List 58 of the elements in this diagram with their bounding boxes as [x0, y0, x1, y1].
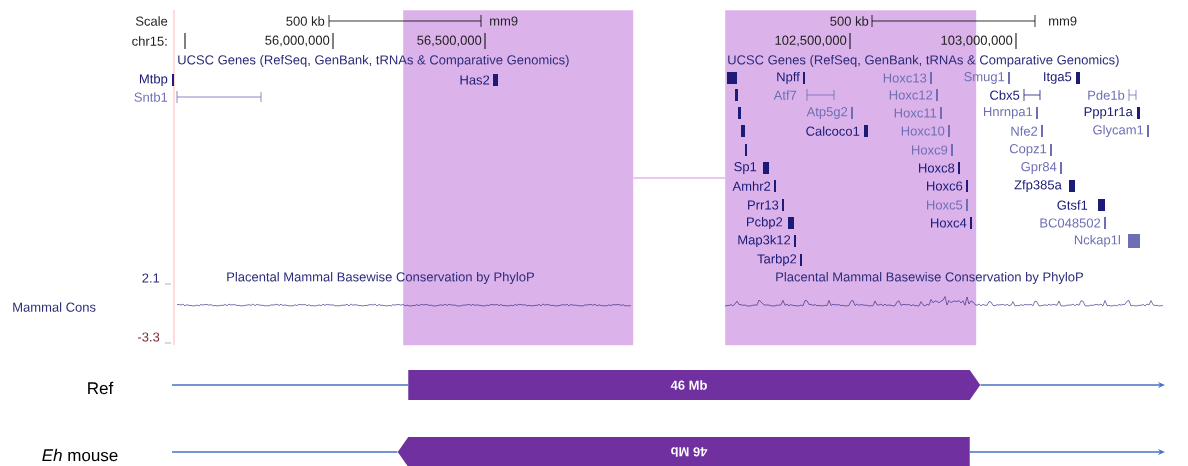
gene-label: Itga5 [1044, 72, 1072, 84]
gene-label: Sntb1 [134, 92, 168, 102]
gene-label: Hoxc13 [883, 73, 927, 83]
gene-label: Ppp1r1a [1084, 107, 1133, 119]
gene-label: BC048502 [1040, 218, 1101, 228]
scale-label: 500 kb [830, 16, 869, 26]
axis-value: 2.1 [142, 273, 160, 283]
gene-label: Map3k12 [738, 234, 791, 248]
gene-label: Hoxc5 [927, 200, 963, 210]
assembly-label: mm9 [1049, 16, 1077, 26]
row-label: Eh mouse [42, 448, 118, 462]
gene-label: Prr13 [748, 200, 779, 210]
assembly-label: mm9 [490, 16, 518, 26]
gene-label: Tarbp2 [757, 253, 797, 267]
gene-label: Hoxc8 [919, 163, 955, 173]
gene-label: Hoxc10 [901, 126, 945, 136]
track-label: Mammal Cons [13, 302, 96, 312]
gene-label: Gpr84 [1021, 162, 1057, 174]
coordinate-label: 102,500,000 [775, 35, 847, 47]
gene-label: Calcoco1 [806, 126, 860, 136]
gene-label: Hoxc4 [931, 218, 967, 228]
chromosome-label: chr15: [132, 36, 167, 46]
gene-label: Atf7 [773, 90, 797, 100]
arrow-box: 46 Mb [397, 437, 970, 466]
gene-label: Glycam1 [1093, 124, 1144, 138]
connector-line [632, 177, 726, 179]
gene-label: Atp5g2 [806, 107, 848, 119]
gene-label: Cbx5 [990, 90, 1020, 100]
axis-value: -3.3 [138, 332, 160, 342]
coordinate-label: 56,000,000 [265, 35, 330, 47]
gene-label: Hoxc12 [889, 90, 933, 100]
scale-label: Scale [135, 16, 168, 26]
gene-label: Gtsf1 [1057, 200, 1088, 210]
gene-label: Mtbp [139, 73, 168, 87]
gene-label: Hoxc11 [894, 108, 937, 118]
coordinate-label: 56,500,000 [417, 35, 482, 47]
gene-label: Smug1 [964, 72, 1005, 84]
scale-label: 500 kb [286, 16, 325, 26]
gene-label: Sp1 [734, 162, 757, 174]
gene-label: Nckap1l [1074, 234, 1120, 248]
gene-label: Npff [777, 71, 800, 85]
gene-label: Pde1b [1088, 90, 1125, 100]
gene-label: Has2 [460, 75, 490, 85]
gene-label: Copz1 [1009, 144, 1047, 156]
gene-label: Zfp385a [1014, 179, 1062, 193]
track-title: Placental Mammal Basewise Conservation by PhyloP [776, 271, 1083, 285]
gene-label: Hoxc9 [912, 145, 948, 155]
gene-label: Amhr2 [732, 181, 771, 191]
track-title: UCSC Genes (RefSeq, GenBank, tRNAs & Comparative Genomics) [178, 54, 569, 68]
row-label: Ref [88, 381, 114, 395]
coordinate-label: 103,000,000 [941, 35, 1013, 47]
track-title: Placental Mammal Basewise Conservation by PhyloP [227, 271, 534, 285]
gene-label: Pcbp2 [747, 216, 783, 230]
track-title: UCSC Genes (RefSeq, GenBank, tRNAs & Comparative Genomics) [728, 54, 1119, 68]
gene-label: Nfe2 [1011, 126, 1038, 136]
connector-line [171, 451, 399, 453]
gene-label: Hoxc6 [927, 181, 963, 191]
connector-line [171, 384, 409, 386]
